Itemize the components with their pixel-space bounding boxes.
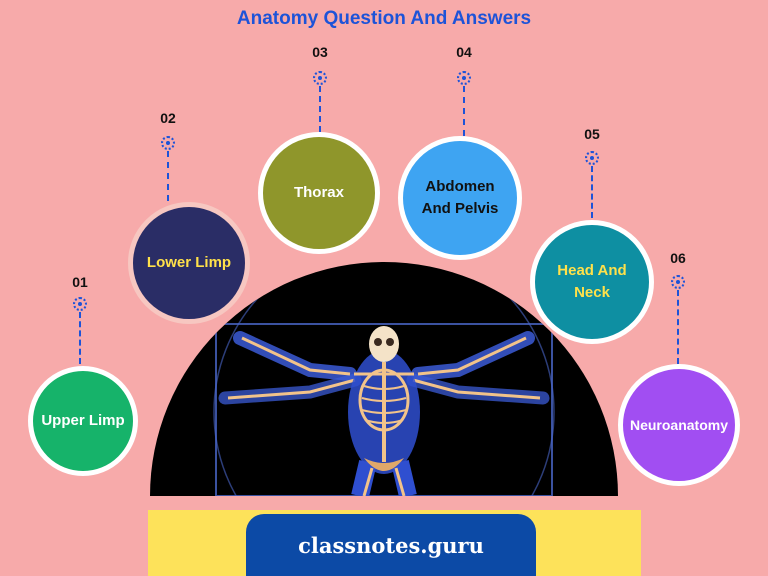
pin-icon — [73, 297, 87, 311]
connector-line — [677, 290, 679, 364]
topic-label: Head And Neck — [557, 262, 627, 301]
topic-lower-limp[interactable]: Lower Limp — [128, 202, 250, 324]
pin-icon — [585, 151, 599, 165]
site-link-text: classnotes.guru — [298, 532, 484, 558]
topic-abdomen-and-pelvis[interactable]: Abdomen And Pelvis — [398, 136, 522, 260]
connector-line — [591, 166, 593, 218]
pin-icon — [161, 136, 175, 150]
topic-label: Thorax — [293, 184, 344, 201]
topic-number-01: 01 — [72, 274, 88, 290]
topic-number-03: 03 — [312, 44, 328, 60]
topic-number-05: 05 — [584, 126, 600, 142]
topic-number-06: 06 — [670, 250, 686, 266]
connector-line — [167, 151, 169, 201]
topic-label: Neuroanatomy — [629, 417, 729, 433]
topic-label: Abdomen And Pelvis — [421, 178, 499, 217]
topic-label: Upper Limp — [41, 412, 125, 429]
topic-label: Lower Limp — [146, 254, 232, 271]
connector-line — [319, 86, 321, 132]
topic-number-02: 02 — [160, 110, 176, 126]
page-title: Anatomy Question And Answers — [236, 8, 532, 29]
topic-number-04: 04 — [456, 44, 472, 60]
connector-line — [463, 86, 465, 136]
pin-icon — [671, 275, 685, 289]
site-link[interactable]: classnotes.guru — [246, 514, 536, 576]
topic-upper-limp[interactable]: Upper Limp — [28, 366, 138, 476]
topic-head-and-neck[interactable]: Head And Neck — [530, 220, 654, 344]
connector-line — [79, 312, 81, 364]
pin-icon — [313, 71, 327, 85]
skeleton-figure-icon — [213, 262, 555, 496]
topic-thorax[interactable]: Thorax — [258, 132, 380, 254]
topic-neuroanatomy[interactable]: Neuroanatomy — [618, 364, 740, 486]
pin-icon — [457, 71, 471, 85]
